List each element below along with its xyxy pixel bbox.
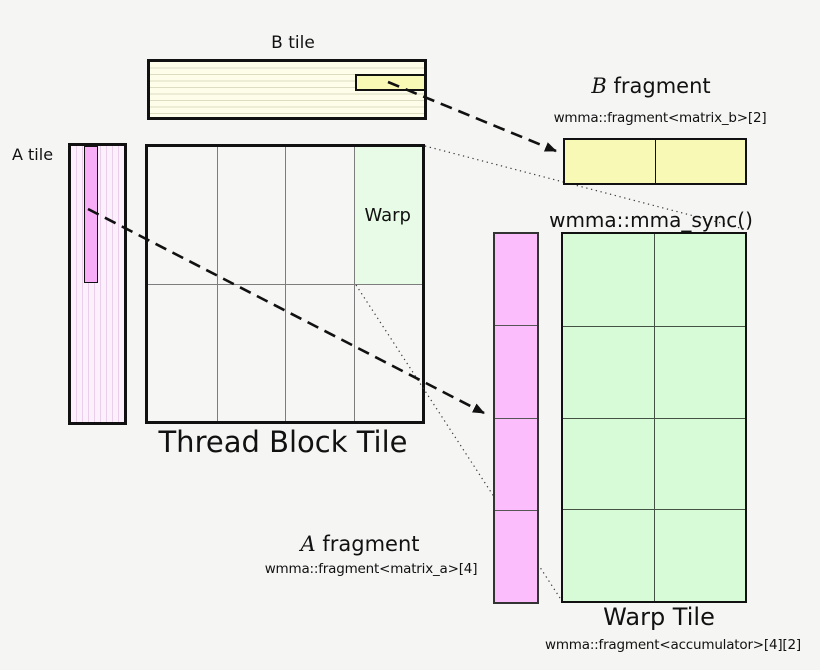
a-tile-label-text: A tile [12, 145, 54, 164]
b-fragment-title-rest: fragment [606, 74, 711, 98]
warp-tile-cell [654, 234, 745, 326]
warp-tile-code-label: wmma::fragment<accumulator>[4][2] [513, 637, 820, 653]
warp-cell-label: Warp [364, 205, 411, 226]
b-tile-highlight [355, 74, 426, 91]
b-fragment-code-text: wmma::fragment<matrix_b>[2] [553, 110, 767, 126]
fragment-cell [495, 509, 537, 602]
fragment-cell [565, 140, 655, 183]
warp-tile-rect [561, 232, 747, 603]
fragment-cell [495, 325, 537, 417]
b-fragment-title-letter: B [591, 74, 607, 98]
a-fragment-title-rest: fragment [315, 532, 420, 556]
a-tile-highlight [84, 146, 98, 283]
a-fragment-code-label: wmma::fragment<matrix_a>[4] [231, 561, 511, 577]
mma-sync-label: wmma::mma_sync() [531, 208, 771, 232]
fragment-cell [495, 417, 537, 510]
b-tile-label-text: B tile [271, 33, 315, 53]
warp-tile-cell [654, 417, 745, 510]
warp-tile-cell [654, 325, 745, 418]
fragment-cell [654, 140, 746, 183]
a-tile-label: A tile [12, 145, 53, 164]
thread-block-tile-label-text: Thread Block Tile [158, 425, 408, 459]
warp-tile-cell [563, 234, 654, 326]
warp-tile-cell [563, 509, 654, 601]
b-tile-label: B tile [143, 33, 443, 53]
a-fragment-rect [493, 232, 539, 604]
thread-block-tile: Warp [145, 144, 425, 424]
warp-tile-cell [563, 325, 654, 418]
thread-block-tile-label: Thread Block Tile [133, 425, 433, 459]
warp-tile-label-text: Warp Tile [603, 603, 715, 631]
thread-block-grid-hline [148, 284, 422, 285]
warp-cell: Warp [353, 147, 422, 284]
b-fragment-title: B fragment [531, 74, 771, 98]
a-fragment-title: A fragment [240, 532, 480, 556]
b-fragment-code-label: wmma::fragment<matrix_b>[2] [520, 110, 800, 126]
a-fragment-code-text: wmma::fragment<matrix_a>[4] [264, 561, 478, 577]
a-fragment-title-letter: A [300, 532, 316, 556]
warp-tile-cell [654, 509, 745, 601]
mma-sync-text: wmma::mma_sync() [549, 208, 753, 232]
warp-tile-label: Warp Tile [539, 603, 779, 631]
warp-tile-code-text: wmma::fragment<accumulator>[4][2] [545, 637, 801, 653]
fragment-cell [495, 234, 537, 325]
b-fragment-rect [563, 138, 747, 185]
warp-tile-cell [563, 417, 654, 510]
